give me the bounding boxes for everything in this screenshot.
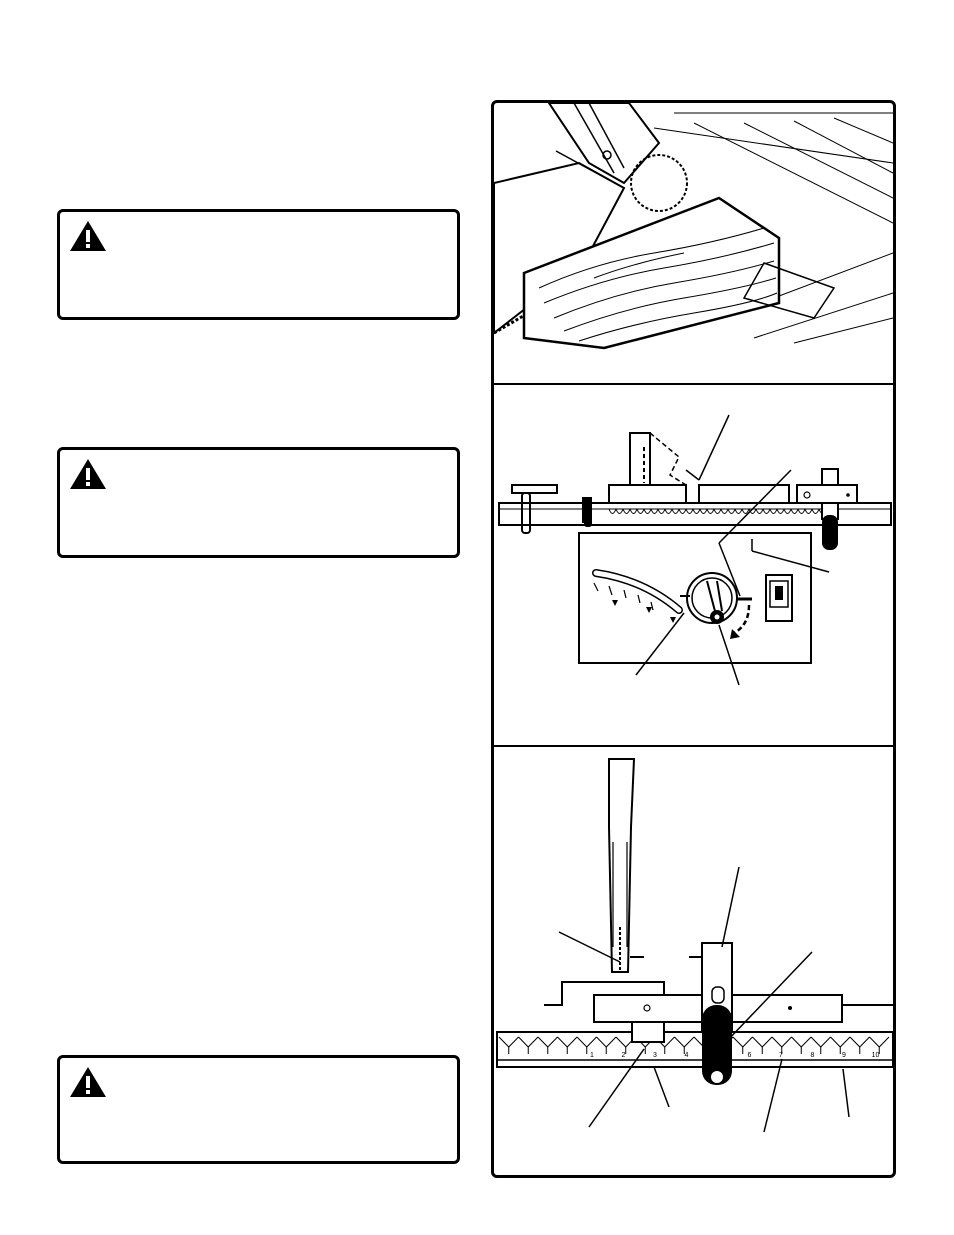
rail-scallop (755, 508, 764, 514)
rail-scallop (741, 508, 750, 514)
rail-scallop (776, 508, 785, 514)
figure-panel-bevel-scale (494, 385, 893, 745)
warning-box-1 (57, 209, 460, 320)
bevel-scale-illustration (498, 414, 892, 686)
warning-box-2 (57, 447, 460, 558)
rail-scallop (622, 508, 631, 514)
rail-scallop (657, 508, 666, 514)
warning-triangle-icon (70, 459, 106, 489)
rail-scallop (734, 508, 743, 514)
panel-divider (494, 383, 893, 385)
rail-scallop (643, 508, 652, 514)
rail-scallop (671, 508, 680, 514)
rail-scallop (636, 508, 645, 514)
warning-triangle-icon (70, 1067, 106, 1097)
rail-scallop (713, 508, 722, 514)
panel-divider (494, 745, 893, 747)
ruler-numeral: 7 (779, 1052, 783, 1059)
rail-scallop (699, 508, 708, 514)
rail-scallop (650, 508, 659, 514)
rail-scallop (811, 508, 820, 514)
rail-scallop (685, 508, 694, 514)
rail-scallop (783, 508, 792, 514)
figure-panel-rip-fence: 12345678910 (494, 747, 893, 1175)
ruler-numeral: 4 (685, 1052, 689, 1059)
ruler-numeral: 10 (872, 1052, 880, 1059)
rail-scallop (608, 508, 617, 514)
ruler-numeral: 3 (653, 1052, 657, 1059)
rail-scallop (727, 508, 736, 514)
rail-scallop (664, 508, 673, 514)
rail-scallop (720, 508, 729, 514)
rail-scallop (790, 508, 799, 514)
rail-scallop (804, 508, 813, 514)
ruler-numeral: 2 (622, 1052, 626, 1059)
ruler-numeral: 6 (748, 1052, 752, 1059)
rail-scallop (762, 508, 771, 514)
rail-scallop (706, 508, 715, 514)
rail-scallop (797, 508, 806, 514)
figure-frame: 12345678910 (491, 100, 896, 1178)
ruler-numeral: 1 (590, 1052, 594, 1059)
rail-scallop (748, 508, 757, 514)
saw-blade-cut-illustration (494, 103, 893, 350)
warning-triangle-icon (70, 221, 106, 251)
rail-scallop (615, 508, 624, 514)
rail-scallop (678, 508, 687, 514)
rip-fence-illustration: 12345678910 (496, 758, 893, 1133)
rail-scallop (769, 508, 778, 514)
rail-ticks (608, 508, 827, 514)
figure-panel-blade-cut (494, 103, 893, 383)
rail-scallop (629, 508, 638, 514)
warning-box-3 (57, 1055, 460, 1164)
rail-scallop (692, 508, 701, 514)
ruler-numeral: 9 (842, 1052, 846, 1059)
ruler-numeral: 8 (811, 1052, 815, 1059)
